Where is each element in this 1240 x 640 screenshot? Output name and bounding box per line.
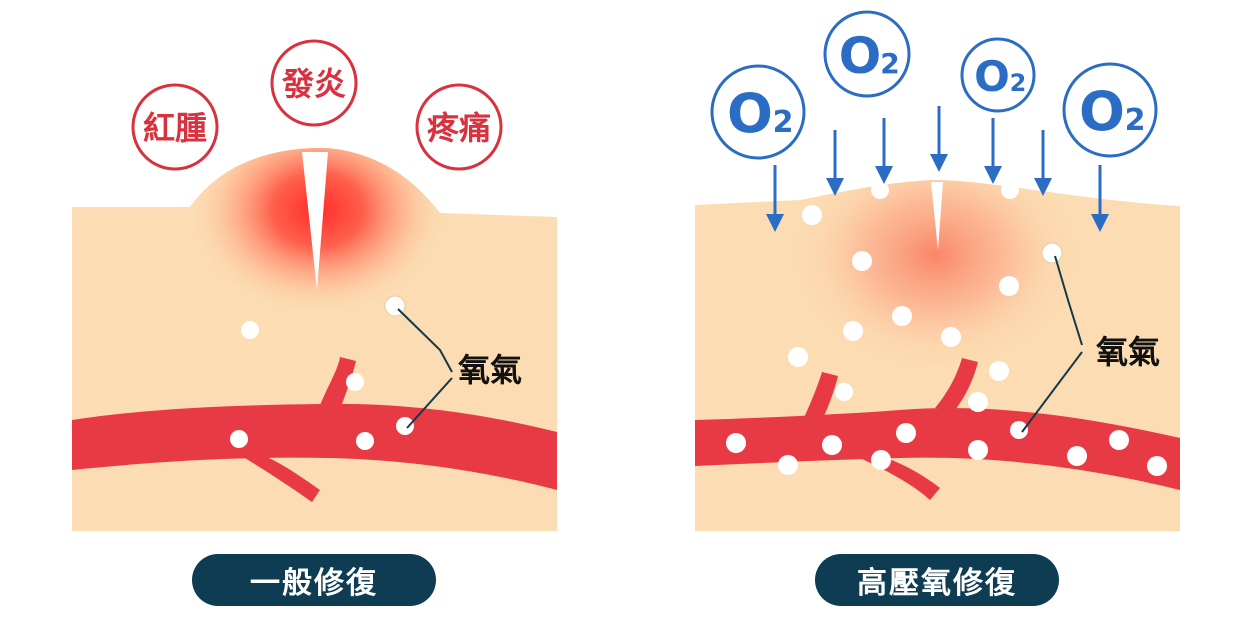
right-wound-crack <box>931 182 943 250</box>
left-oxygen-label: 氧氣 <box>458 351 522 389</box>
right-oxygen-pointer <box>1021 255 1083 433</box>
o2-badge-2-main: O <box>839 27 882 85</box>
right-oxygen-dots <box>726 181 1167 476</box>
o2-badge-1-main: O <box>727 82 773 145</box>
caption-normal-healing: 一般修復 <box>192 554 436 606</box>
right-inflammation-glow <box>785 180 1085 375</box>
o2-badge-2-sub: 2 <box>880 47 899 80</box>
o2-badge-1-sub: 2 <box>773 105 794 140</box>
left-oxygen-pointer <box>397 308 453 429</box>
symptom-badge-inflammation <box>270 39 358 127</box>
o2-badge-4-sub: 2 <box>1125 103 1146 138</box>
o2-badge-1: O 2 <box>710 64 806 160</box>
symptom-label-pain: 疼痛 <box>427 109 491 147</box>
o2-badge-3-sub: 2 <box>1010 69 1027 97</box>
symptom-label-redness: 紅腫 <box>143 109 207 147</box>
left-wound-crack <box>302 152 328 290</box>
o2-badge-3: O 2 <box>960 37 1036 113</box>
o2-badge-4-main: O <box>1079 80 1125 143</box>
o2-arrows <box>766 106 1109 232</box>
symptom-badge-redness <box>131 83 219 171</box>
symptom-label-inflammation: 發炎 <box>281 65 346 103</box>
left-oxygen-dots <box>230 295 414 450</box>
caption-hyperbaric-healing: 高壓氧修復 <box>815 554 1059 606</box>
o2-badge-2: O 2 <box>823 10 911 98</box>
o2-badge-3-main: O <box>974 52 1010 101</box>
o2-badge-4: O 2 <box>1062 62 1158 158</box>
symptom-badge-pain <box>415 83 503 171</box>
right-oxygen-label: 氧氣 <box>1096 333 1160 371</box>
left-blood-vessel <box>72 357 557 502</box>
